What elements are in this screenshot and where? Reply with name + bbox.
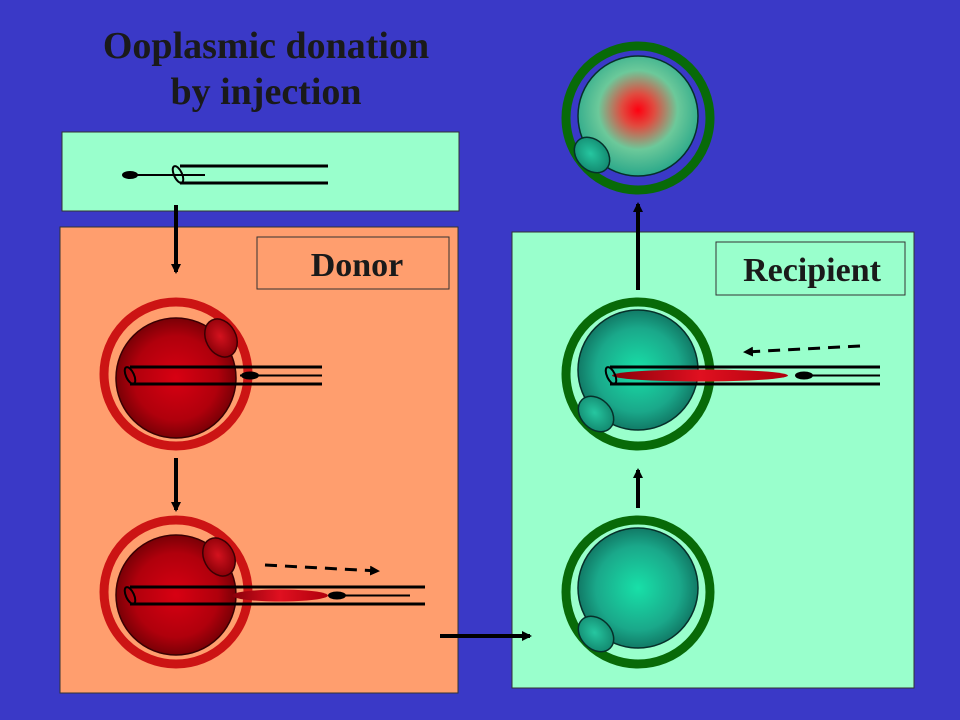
injection-pipette-icon [123, 365, 322, 386]
donor-oocyte-icon [99, 515, 425, 669]
injection-pipette-icon [604, 365, 880, 386]
pipette-box [61, 131, 460, 212]
recipient-panel: Recipient [511, 231, 915, 689]
polar-body-icon [577, 395, 615, 433]
polar-body-icon [573, 136, 611, 174]
recipient-oocyte-icon [561, 515, 715, 669]
donor-panel: Donor [59, 226, 459, 694]
title-line-1: Ooplasmic donation [103, 25, 429, 67]
recipient-oocyte-icon [561, 297, 880, 451]
title-line-2: by injection [170, 71, 361, 113]
injection-pipette-icon [122, 164, 328, 185]
donor-label-box [256, 236, 450, 290]
injection-pipette-icon [123, 585, 425, 606]
polar-body-icon [577, 615, 615, 653]
recipient-oocyte-icon [561, 41, 715, 195]
donor-label: Donor [311, 247, 404, 284]
recipient-label: Recipient [743, 252, 882, 289]
polar-body-icon [202, 537, 236, 577]
polar-body-icon [204, 318, 238, 358]
recipient-label-box [715, 241, 906, 296]
donor-oocyte-icon [99, 297, 322, 451]
